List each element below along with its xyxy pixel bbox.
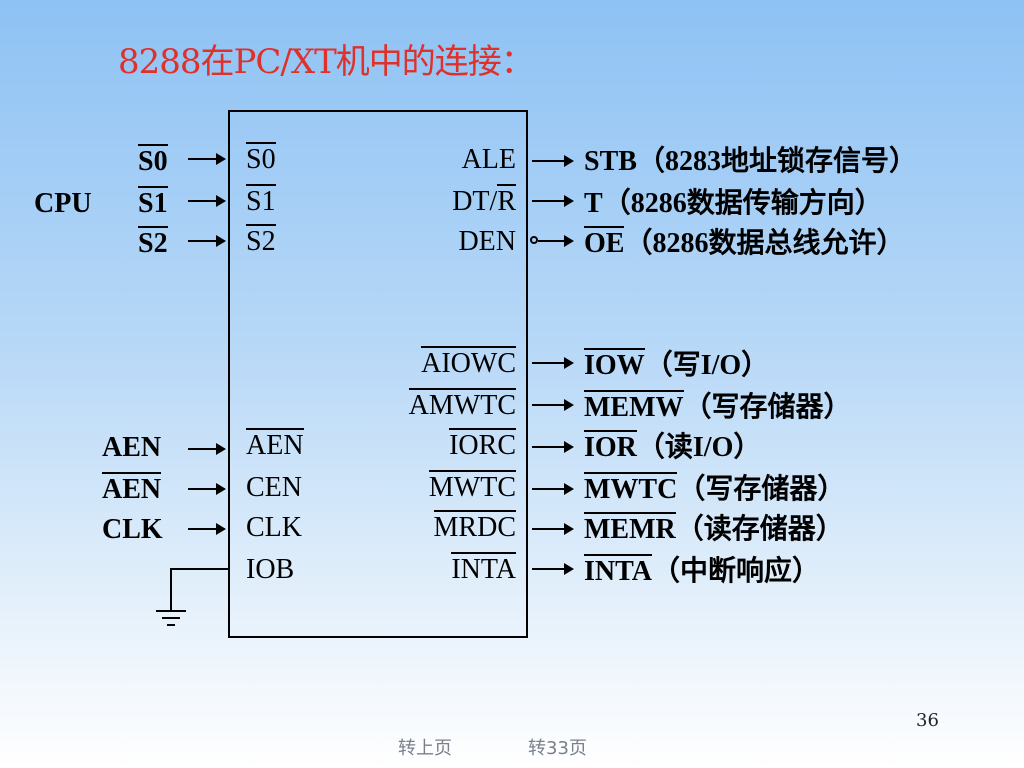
arrow-inta [532, 563, 574, 575]
ground-symbol-1 [156, 610, 186, 612]
pin-inta: INTA [451, 552, 516, 585]
page-number: 36 [916, 710, 939, 731]
ext-aen-label: AEN [102, 432, 162, 463]
arrow-s1 [188, 195, 226, 207]
signal-memw: MEMW（写存储器） [584, 390, 852, 423]
signal-stb: STB（8283地址锁存信号） [584, 146, 917, 177]
ext-clk-label: CLK [102, 514, 163, 545]
pin-clk: CLK [246, 512, 302, 543]
signal-mwtc: MWTC（写存储器） [584, 472, 846, 505]
arrow-mwtc [532, 483, 574, 495]
arrow-dt-r [532, 195, 574, 207]
ground-symbol-3 [167, 624, 175, 626]
arrow-s0 [188, 153, 226, 165]
ground-symbol-2 [162, 617, 180, 619]
pin-aiowc: AIOWC [421, 346, 516, 379]
signal-ior: IOR（读I/O） [584, 430, 762, 463]
pin-s2: S2 [246, 224, 276, 257]
signal-t: T（8286数据传输方向） [584, 188, 883, 219]
arrow-mrdc [532, 523, 574, 535]
slide-title: 8288在PC/XT机中的连接： [118, 42, 535, 82]
arrow-iorc [532, 441, 574, 453]
ext-s2-label: S2 [138, 226, 168, 259]
arrow-aen-bar [188, 483, 226, 495]
arrow-ale [532, 155, 574, 167]
pin-mwtc: MWTC [428, 470, 516, 503]
pin-cen: CEN [246, 472, 302, 503]
pin-dt-r: DT/R [452, 184, 516, 217]
ext-aen-bar-label: AEN [102, 472, 162, 505]
arrow-den [538, 235, 574, 247]
pin-s0: S0 [246, 142, 276, 175]
arrow-aiowc [532, 357, 574, 369]
arrow-aen [188, 443, 226, 455]
arrow-clk [188, 523, 226, 535]
ext-s1-label: S1 [138, 186, 168, 219]
pin-iob: IOB [246, 554, 295, 585]
nav-prev-link[interactable]: 转上页 [398, 738, 452, 759]
nav-goto-link[interactable]: 转33页 [528, 738, 587, 759]
chip-8288: S0 S1 S2 AEN CEN CLK IOB ALE DT/R DEN AI… [228, 110, 528, 638]
arrow-s2 [188, 235, 226, 247]
signal-oe: OE（8286数据总线允许） [584, 226, 905, 259]
iob-wire-v [170, 568, 172, 610]
pin-amwtc: AMWTC [408, 388, 516, 421]
pin-s1: S1 [246, 184, 276, 217]
cpu-label: CPU [34, 188, 92, 219]
signal-inta: INTA（中断响应） [584, 554, 820, 587]
pin-den: DEN [458, 226, 516, 257]
iob-wire-h [170, 568, 228, 570]
pin-iorc: IORC [449, 428, 516, 461]
pin-aen: AEN [246, 428, 304, 461]
pin-mrdc: MRDC [433, 510, 516, 543]
pin-ale: ALE [461, 144, 516, 175]
den-inversion-bubble [530, 236, 538, 244]
signal-memr: MEMR（读存储器） [584, 512, 844, 545]
signal-iow: IOW（写I/O） [584, 348, 770, 381]
arrow-amwtc [532, 399, 574, 411]
ext-s0-label: S0 [138, 144, 168, 177]
